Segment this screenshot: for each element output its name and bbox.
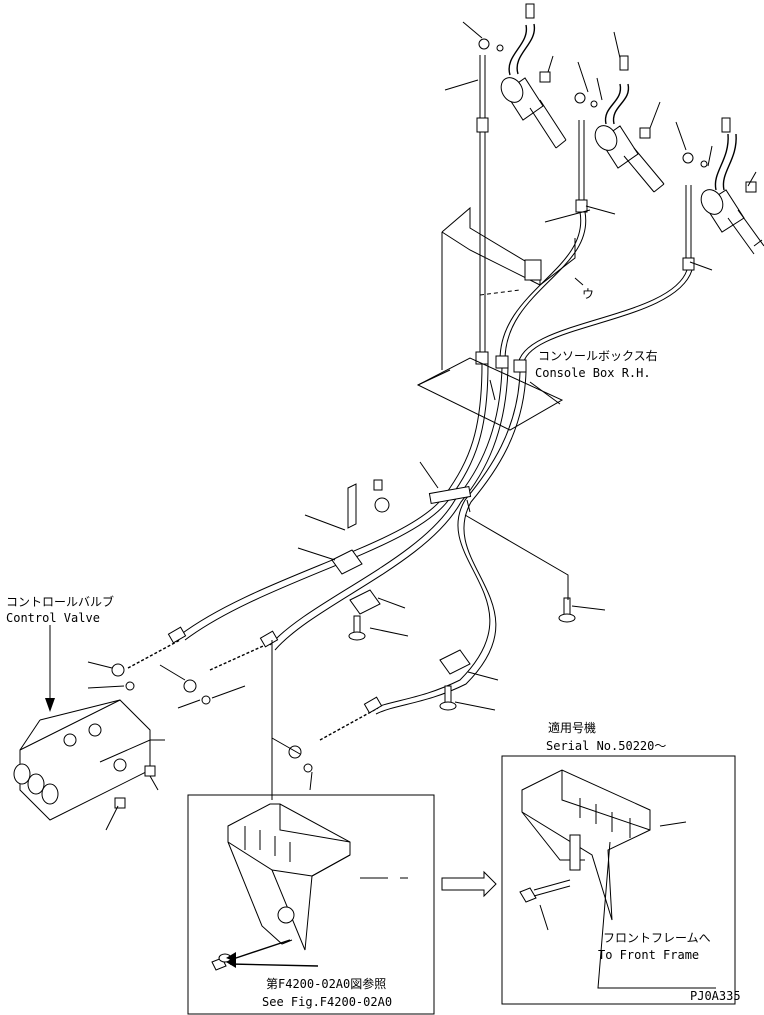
label-front-frame-jp: フロントフレームへ <box>603 931 711 945</box>
transition-arrow <box>441 870 497 898</box>
label-serial-jp: 適用号機 <box>548 720 596 735</box>
serial-variant-box <box>501 755 736 1005</box>
label-control-valve-jp: コントロールバルブ <box>6 594 114 609</box>
clamps <box>331 479 576 711</box>
label-front-frame-en: To Front Frame <box>598 948 699 962</box>
cable-end-fittings <box>111 626 383 773</box>
control-cables-lower <box>179 363 527 715</box>
label-serial-en: Serial No.50220～ <box>546 739 666 753</box>
label-see-fig-jp: 第F4200-02A0図参照 <box>266 976 386 991</box>
detail-inset-box <box>187 640 435 1015</box>
label-see-fig-en: See Fig.F4200-02A0 <box>262 995 392 1009</box>
control-valve <box>13 699 165 821</box>
control-cables-upper <box>475 55 695 373</box>
label-console-box-jp: コンソールボックス右 <box>538 348 658 363</box>
control-lever-left <box>478 3 567 149</box>
label-drawing-code: PJ0A335 <box>690 989 741 1003</box>
label-bracket-letter: ウ <box>582 287 594 301</box>
label-control-valve-en: Control Valve <box>6 611 100 625</box>
leader-lines <box>45 21 757 831</box>
control-lever-right <box>682 117 764 255</box>
console-box-bracket <box>416 206 591 431</box>
control-lever-middle <box>574 55 665 193</box>
label-console-box-en: Console Box R.H. <box>535 366 651 380</box>
